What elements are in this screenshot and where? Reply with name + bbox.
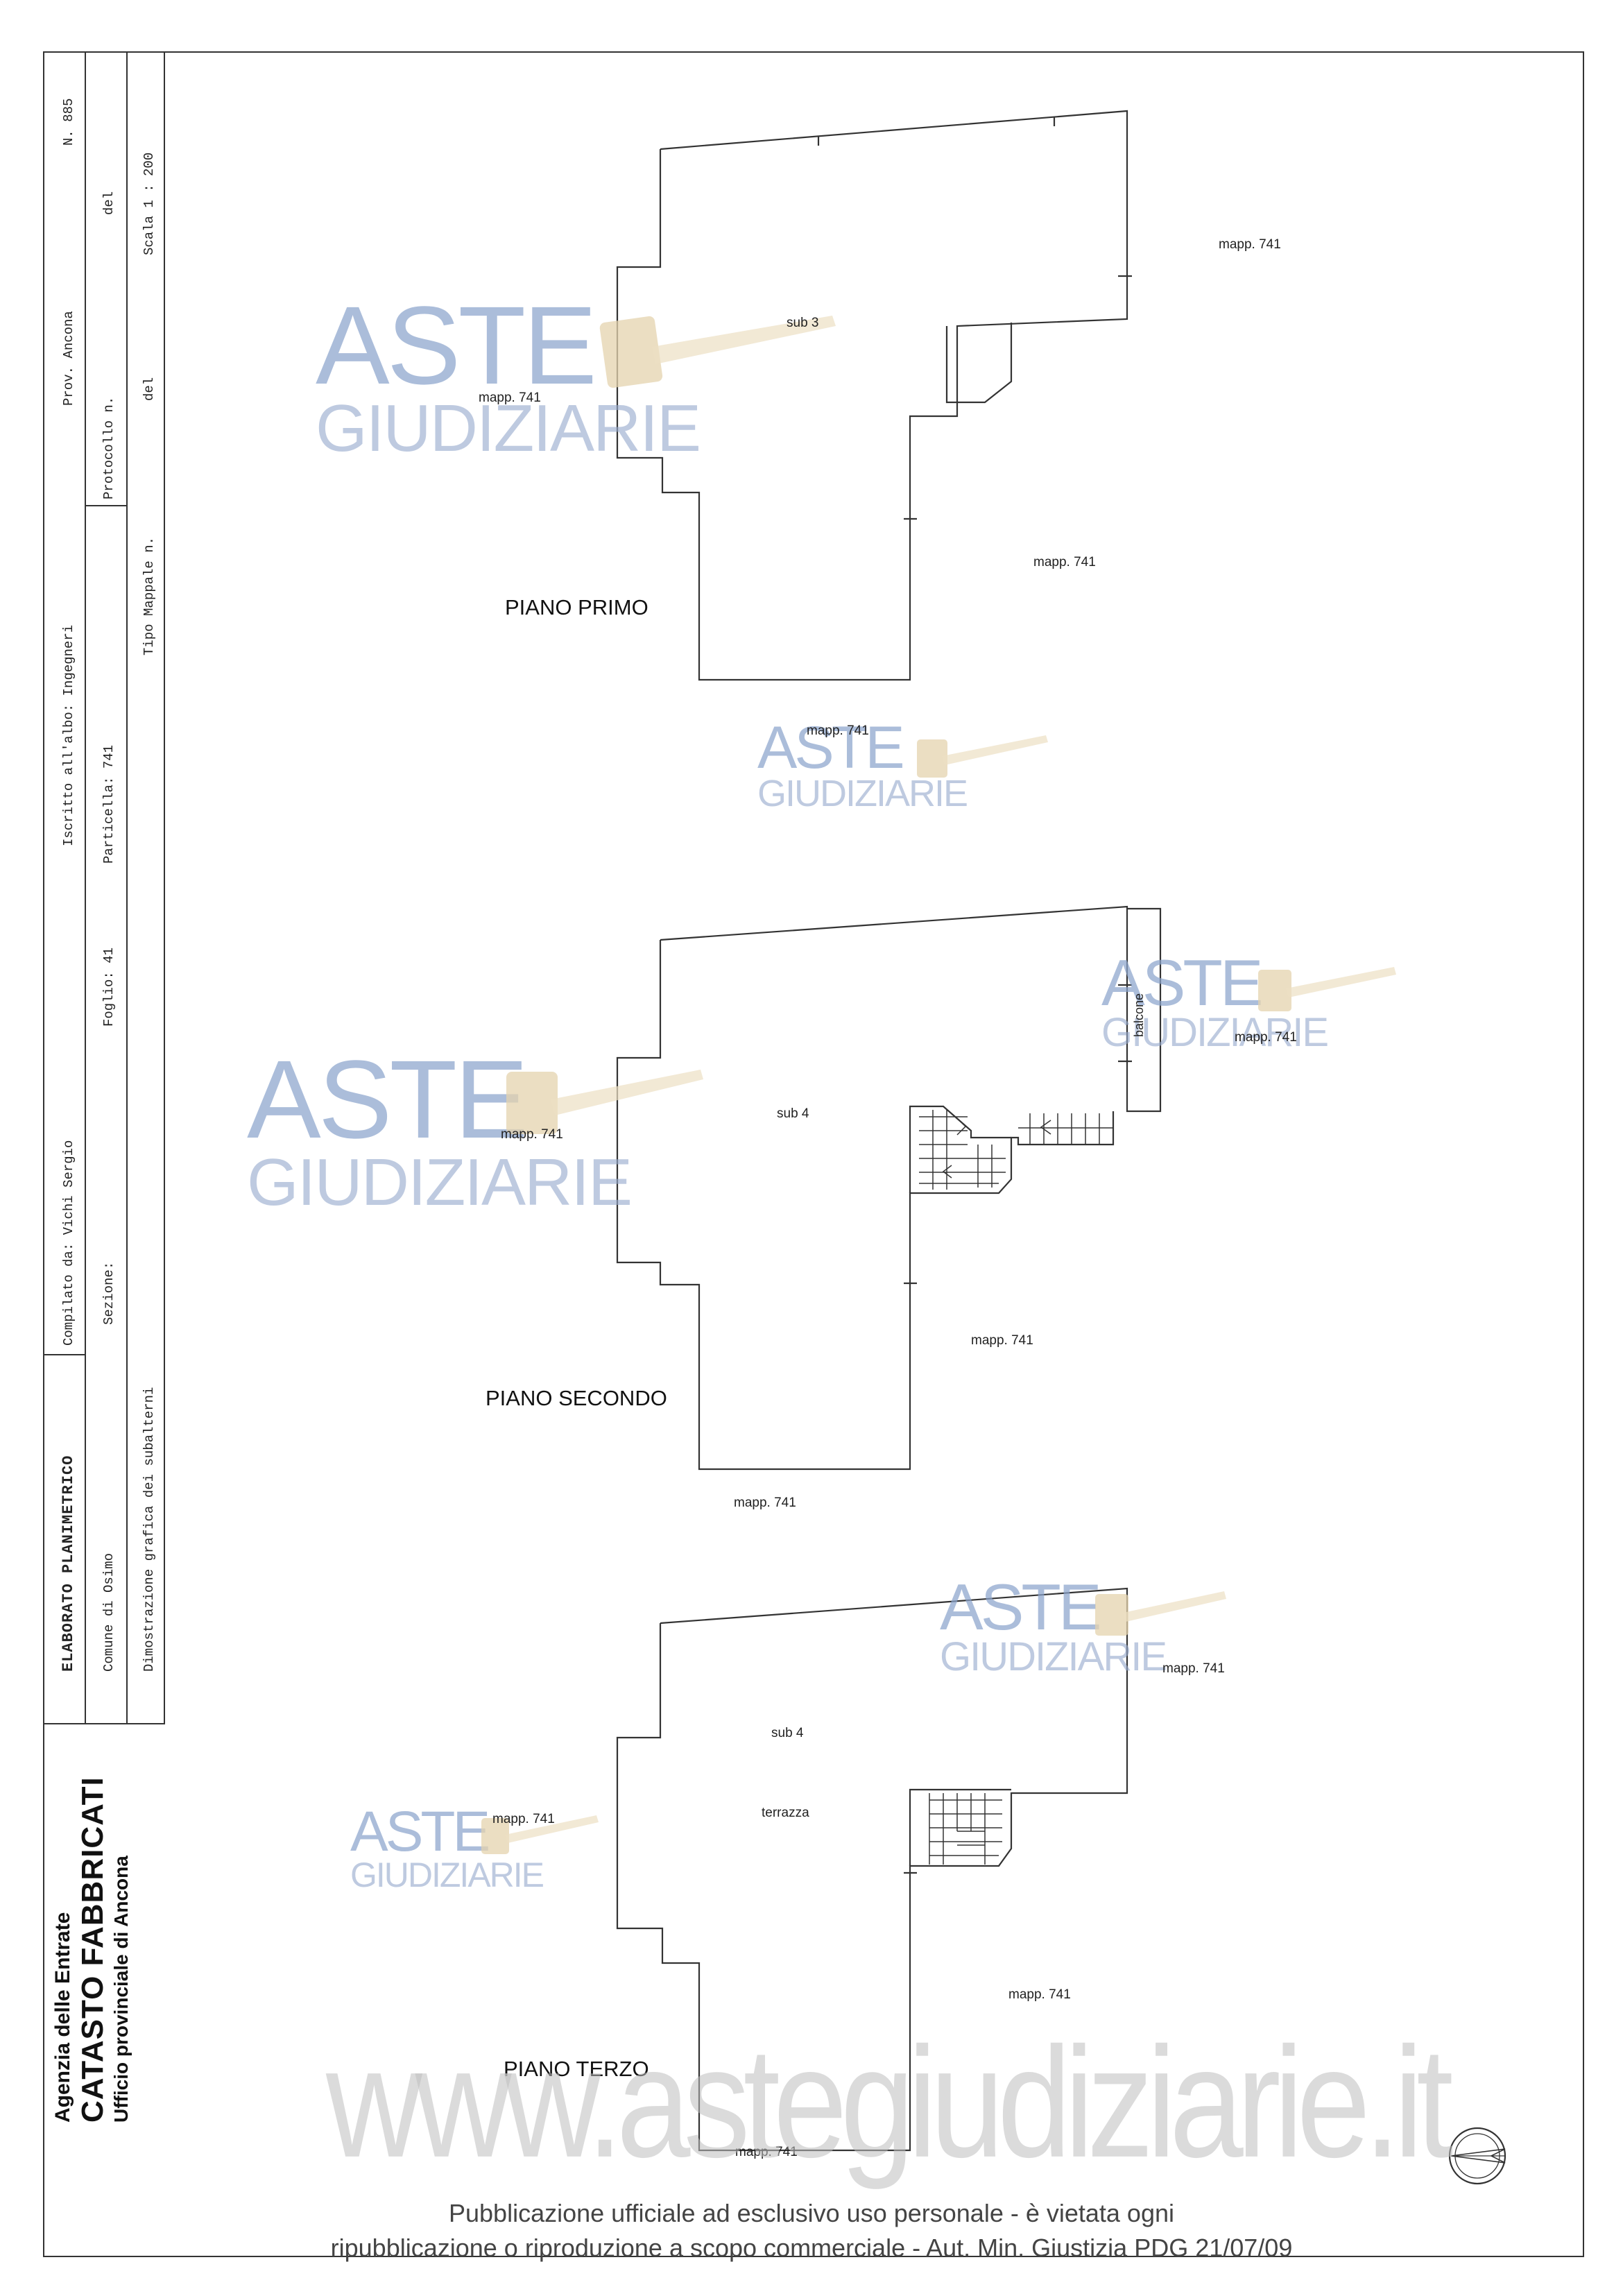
terzo-mapp-bottom: mapp. 741 — [735, 2145, 798, 2159]
gavel-icon — [481, 1815, 599, 1854]
terzo-mapp-left: mapp. 741 — [492, 1812, 555, 1826]
secondo-mapp-right-bottom: mapp. 741 — [971, 1333, 1033, 1348]
primo-mapp-right-bottom: mapp. 741 — [1033, 555, 1096, 569]
primo-mapp-right-top: mapp. 741 — [1219, 237, 1281, 252]
footer-line-1: Pubblicazione ufficiale ad esclusivo uso… — [449, 2199, 1174, 2227]
header-band-divider-1 — [85, 51, 86, 1723]
piano-secondo-outline — [660, 905, 1162, 1113]
header-band-divider-2 — [126, 51, 128, 1723]
gavel-icon — [1095, 1591, 1226, 1636]
header-band-protocol-separator — [85, 505, 126, 506]
gavel-icon — [917, 735, 1048, 778]
terzo-mapp-right-bottom: mapp. 741 — [1008, 1987, 1071, 2002]
terzo-sub-label: sub 4 — [771, 1726, 804, 1740]
piano-terzo-label: PIANO TERZO — [504, 2057, 649, 2081]
piano-primo-label: PIANO PRIMO — [505, 595, 649, 619]
primo-mapp-left: mapp. 741 — [479, 391, 541, 405]
piano-terzo-stair-box — [909, 1788, 1011, 1866]
secondo-sub-label: sub 4 — [777, 1106, 809, 1121]
secondo-mapp-right-top: mapp. 741 — [1235, 1030, 1297, 1045]
gavel-icon — [599, 316, 836, 388]
header-band-right-border — [164, 51, 165, 1723]
piano-primo-inner-notch — [945, 323, 1013, 404]
gavel-icon — [1258, 967, 1396, 1011]
header-band-bottom-border — [43, 1723, 165, 1724]
secondo-mapp-bottom: mapp. 741 — [734, 1496, 796, 1510]
piano-terzo-outline — [616, 1587, 1128, 2152]
header-band-left-border — [43, 51, 44, 1723]
secondo-balcone-label: balcone — [1132, 993, 1146, 1037]
site-watermark: www.astegiudiziarie.it — [326, 2014, 1453, 2191]
gavel-icon — [506, 1070, 703, 1134]
piano-secondo-stair-box — [909, 1105, 1011, 1193]
piano-secondo-label: PIANO SECONDO — [486, 1386, 667, 1410]
secondo-mapp-left: mapp. 741 — [501, 1127, 563, 1142]
north-arrow-icon — [1448, 2127, 1506, 2185]
terzo-terrazza-label: terrazza — [762, 1806, 809, 1820]
footer-line-2: ripubblicazione o riproduzione a scopo c… — [330, 2234, 1293, 2262]
terzo-mapp-right-top: mapp. 741 — [1162, 1661, 1225, 1676]
piano-primo-outline — [616, 110, 1128, 681]
piano-secondo-main — [616, 940, 1115, 1471]
primo-sub-label: sub 3 — [787, 316, 819, 330]
header-band-title-separator — [43, 1354, 85, 1355]
primo-mapp-bottom: mapp. 741 — [807, 723, 869, 738]
